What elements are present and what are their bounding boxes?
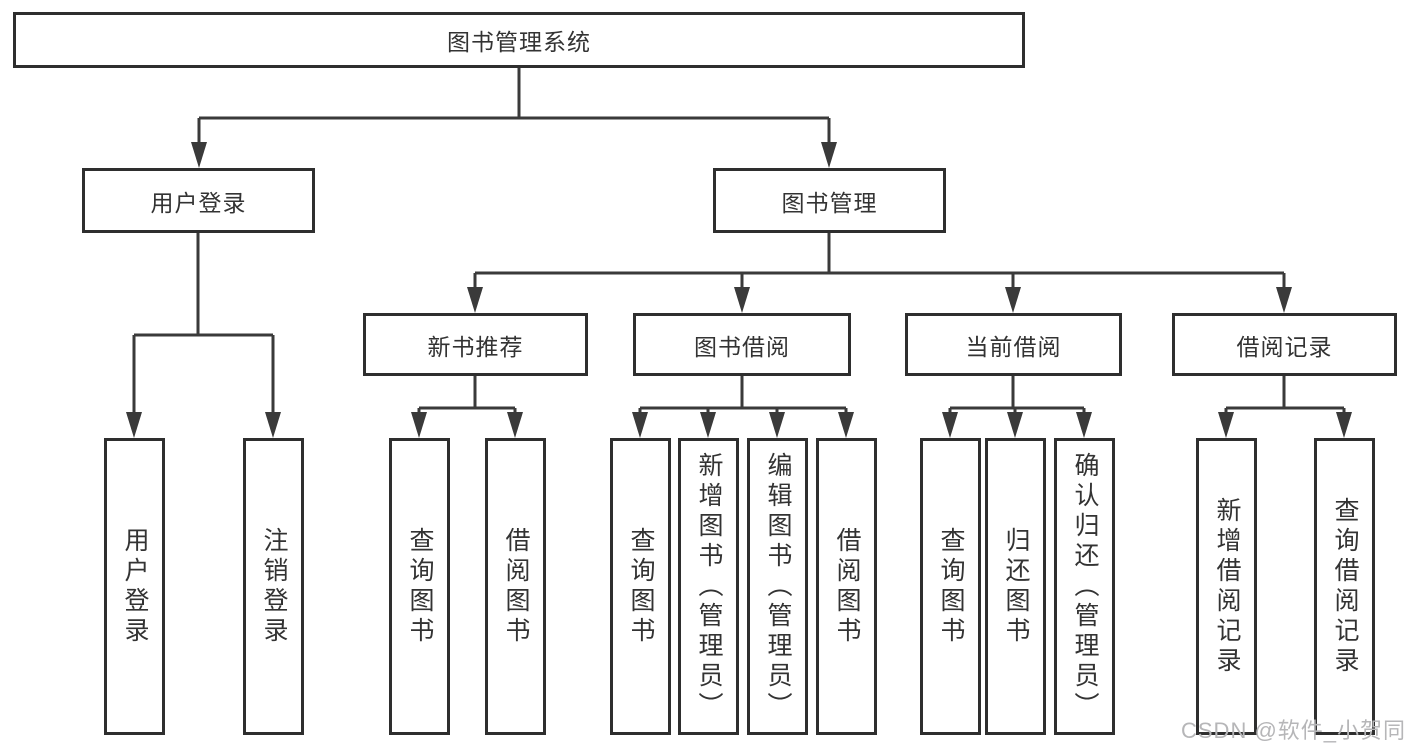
leaf-add-book-admin: 新增图书（管理员） [678,438,739,735]
leaf-query-book-borrowing-label: 查询图书 [627,526,655,647]
leaf-query-book-current: 查询图书 [920,438,981,735]
node-borrowing-records-label: 借阅记录 [1236,333,1333,360]
watermark: CSDN @软件_小贺同学 [1181,718,1405,743]
leaf-query-borrow-record-label: 查询借阅记录 [1331,496,1359,677]
arrowhead-icon [821,142,837,168]
arrowhead-icon [191,142,207,168]
leaf-edit-book-admin: 编辑图书（管理员） [747,438,808,735]
arrowhead-icon [700,412,716,438]
leaf-query-book-current-label: 查询图书 [937,526,965,647]
arrowhead-icon [1007,412,1023,438]
node-book-management-label: 图书管理 [781,189,878,216]
leaf-query-book-borrowing: 查询图书 [610,438,671,735]
leaf-query-borrow-record: 查询借阅记录 [1314,438,1375,735]
arrowhead-icon [411,412,427,438]
node-borrowing-records: 借阅记录 [1172,313,1397,376]
leaf-add-book-admin-label: 新增图书（管理员） [695,451,723,722]
node-book-borrowing-label: 图书借阅 [694,333,790,360]
arrowhead-icon [1276,287,1292,313]
leaf-return-book: 归还图书 [985,438,1046,735]
arrowhead-icon [265,412,281,438]
leaf-borrow-book-borrowing-label: 借阅图书 [833,526,861,647]
leaf-logout-label: 注销登录 [260,526,288,647]
arrowhead-icon [942,412,958,438]
leaf-confirm-return-admin-label: 确认归还（管理员） [1071,451,1099,722]
leaf-borrow-book-recommend-label: 借阅图书 [502,526,530,647]
arrowhead-icon [769,412,785,438]
node-new-book-recommend: 新书推荐 [363,313,588,376]
leaf-add-borrow-record: 新增借阅记录 [1196,438,1257,735]
leaf-confirm-return-admin: 确认归还（管理员） [1054,438,1115,735]
leaf-logout: 注销登录 [243,438,304,735]
leaf-add-borrow-record-label: 新增借阅记录 [1213,496,1241,677]
arrowhead-icon [632,412,648,438]
leaf-user-login-label: 用户登录 [121,526,149,647]
arrowhead-icon [838,412,854,438]
arrowhead-icon [507,412,523,438]
leaf-borrow-book-borrowing: 借阅图书 [816,438,877,735]
node-root: 图书管理系统 [13,12,1025,68]
node-new-book-recommend-label: 新书推荐 [427,333,524,360]
leaf-query-book-recommend-label: 查询图书 [406,526,434,647]
arrowhead-icon [1005,287,1021,313]
arrowhead-icon [467,287,483,313]
node-current-borrowing: 当前借阅 [905,313,1122,376]
leaf-user-login: 用户登录 [104,438,165,735]
leaf-edit-book-admin-label: 编辑图书（管理员） [764,451,792,722]
leaf-query-book-recommend: 查询图书 [389,438,450,735]
node-current-borrowing-label: 当前借阅 [965,333,1062,360]
node-book-borrowing: 图书借阅 [633,313,851,376]
leaf-return-book-label: 归还图书 [1002,526,1030,647]
arrowhead-icon [126,412,142,438]
arrowhead-icon [1336,412,1352,438]
node-book-management: 图书管理 [713,168,946,233]
arrowhead-icon [1076,412,1092,438]
arrowhead-icon [1218,412,1234,438]
leaf-borrow-book-recommend: 借阅图书 [485,438,546,735]
arrowhead-icon [734,287,750,313]
node-user-login-label: 用户登录 [150,189,247,216]
node-user-login: 用户登录 [82,168,315,233]
node-root-label: 图书管理系统 [447,29,591,55]
